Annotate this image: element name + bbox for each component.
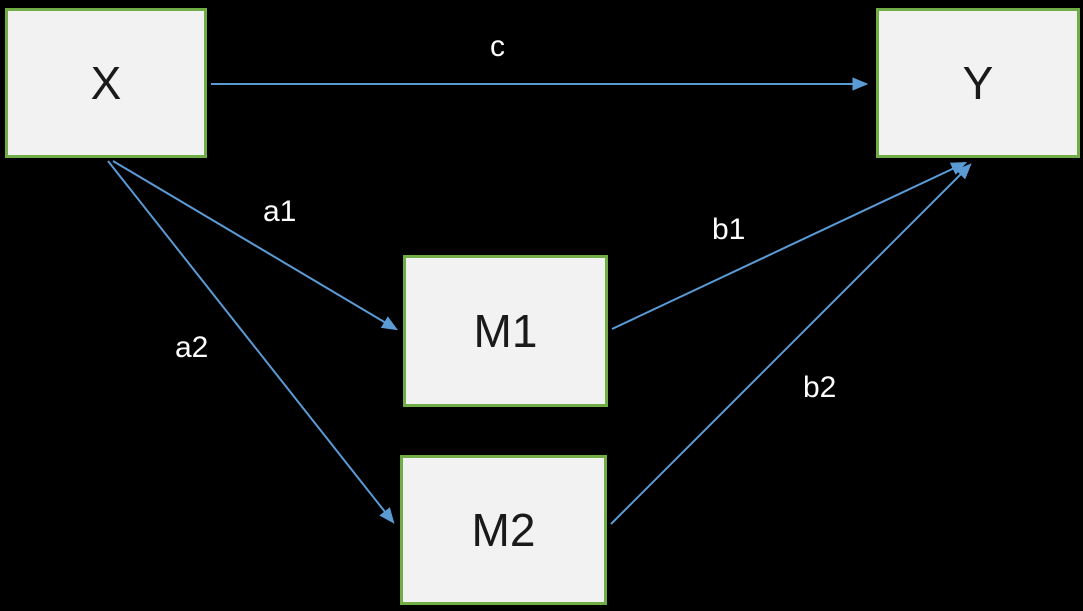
edge-a2-arrow	[107, 160, 395, 524]
edge-b1-label: b1	[712, 213, 746, 246]
edge-a2-label: a2	[175, 331, 209, 364]
node-y: Y	[876, 8, 1080, 158]
node-m1: M1	[403, 255, 608, 407]
edge-b1-arrow	[611, 161, 968, 330]
edge-a1-label: a1	[263, 195, 297, 228]
edge-b2-arrow	[610, 163, 972, 525]
node-y-label: Y	[962, 57, 994, 109]
node-m2-label: M2	[471, 504, 536, 556]
edge-a1-arrow	[112, 160, 399, 331]
node-m1-label: M1	[473, 305, 538, 357]
edge-b2-label: b2	[803, 371, 837, 404]
node-x: X	[5, 8, 207, 158]
node-x-label: X	[90, 57, 122, 109]
edge-c-label: c	[490, 30, 505, 63]
node-m2: M2	[400, 455, 607, 605]
